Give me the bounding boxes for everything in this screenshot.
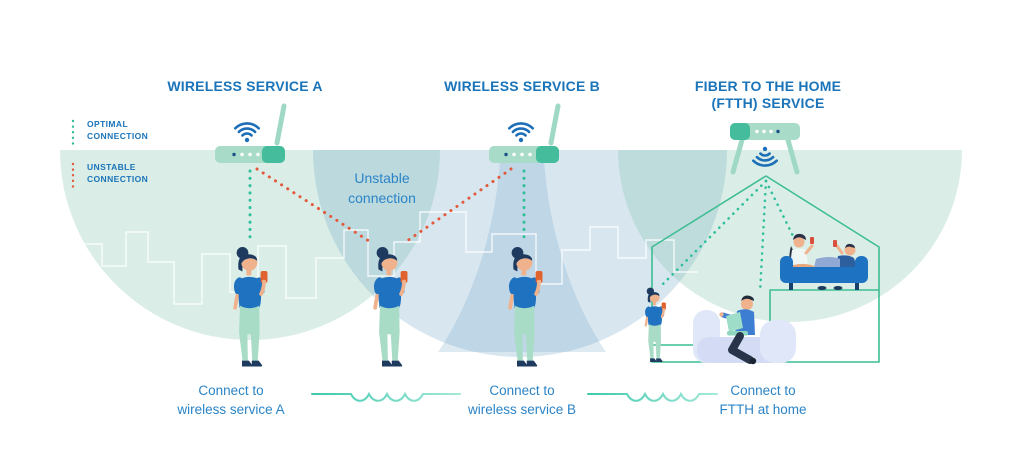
router-b-antenna [548,103,561,146]
wireless-a-title: WIRELESS SERVICE A [167,78,323,94]
router-ftth-cap [730,123,750,140]
wave-connector-b-ftth [587,391,718,402]
couch-woman-arm [804,244,814,255]
legend-unstable-line2: CONNECTION [87,173,149,184]
router-b-cap [536,146,559,163]
router-ftth [730,123,800,175]
router-ftth-leg-left [730,137,745,175]
dome-wireless-a [60,150,440,340]
ftth-title-line1: FIBER TO THE HOME [694,78,842,94]
couch-woman-torso [790,248,808,265]
ftth-title-line2: (FTTH) SERVICE [711,95,825,111]
router-a [215,103,287,163]
caption-wireless-b: Connect to wireless service B [422,381,622,419]
router-a-leds [232,152,260,157]
ray-to-standing-woman [658,179,768,289]
couch-scene [780,233,868,290]
couch-woman-phone [810,237,814,244]
couch-armrest-left [780,256,793,283]
caption-wireless-a: Connect to wireless service A [131,381,331,419]
skyline-outline [77,211,698,305]
couch-woman-hair-top [793,233,806,240]
couch-man-hair [845,243,855,248]
wifi-down-icon [752,146,778,167]
caption-ftth: Connect to FTTH at home [663,381,863,419]
armchair-man-legs [728,332,754,364]
unstable-line-from-b [405,167,513,243]
wave-connector-a-b [311,391,461,402]
router-a-cap [262,146,285,163]
caption-wireless-b-line1: Connect to [489,383,555,398]
house-signal-rays [658,179,796,295]
armchair-armrest-right [760,320,796,363]
armchair-man-hand [719,312,724,317]
legend-optimal-line2: CONNECTION [87,130,149,141]
caption-ftth-line1: Connect to [730,383,796,398]
unstable-annotation-line1: Unstable [354,170,410,186]
couch-seat [783,267,865,283]
ray-to-couch [764,179,796,240]
unstable-connection-annotation: Unstable connection [322,168,442,208]
router-ftth-leds [755,129,780,134]
couch-man-phone [833,240,837,247]
legend-unstable: UNSTABLE CONNECTION [87,162,148,185]
armchair-man-hair [741,295,754,301]
couch-leg-right [855,283,859,290]
unstable-line-from-a [255,167,374,245]
unstable-annotation-line2: connection [348,190,416,206]
couch-leg-left [789,283,793,290]
caption-ftth-line2: FTTH at home [719,402,807,417]
slippers [817,286,827,290]
caption-wireless-a-line2: wireless service A [177,402,285,417]
router-a-antenna [274,103,287,146]
caption-wireless-a-line1: Connect to [198,383,264,398]
wavy-line-connectors [311,391,718,402]
router-ftth-leg-right [785,137,800,175]
wireless-b-title: WIRELESS SERVICE B [444,78,600,94]
laptop-screen [726,312,743,332]
caption-wireless-b-line2: wireless service B [467,402,577,417]
router-b-leds [504,152,532,157]
connection-lines [248,167,526,245]
router-b [489,103,561,163]
couch-woman-head [793,236,805,248]
legend-optimal: OPTIMAL CONNECTION [87,119,148,142]
armchair-scene [693,295,796,365]
armchair-man-head [741,298,753,310]
couch-man-torso [835,255,857,268]
ray-to-armchair-man [758,179,768,295]
wifi-icon [508,122,534,143]
armchair-man-shoe [749,357,757,365]
couch-armrest-right [855,256,868,283]
dome-ftth [618,150,962,322]
legend-unstable-line1: UNSTABLE [87,162,136,172]
wifi-icon [234,122,260,143]
couch-man-arm [835,244,844,255]
slippers [833,286,843,290]
ftth-title: FIBER TO THE HOME (FTTH) SERVICE [668,78,868,112]
legend-optimal-line1: OPTIMAL [87,119,129,129]
